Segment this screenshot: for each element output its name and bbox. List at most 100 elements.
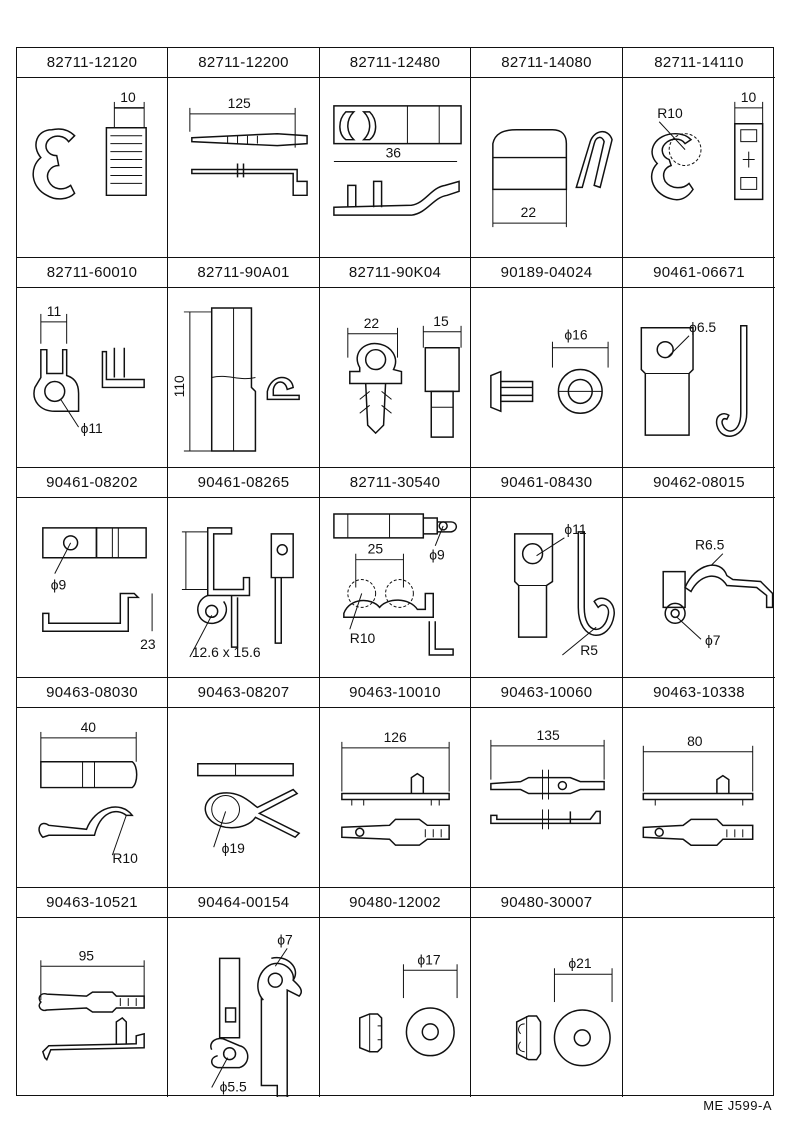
dim-label: 12.6 x 15.6 [192,644,261,660]
part-illustration: ϕ7 ϕ5.5 [168,918,319,1097]
part-number: 82711-12480 [320,48,470,78]
part-number: 82711-60010 [17,258,167,288]
part-cell: 82711-12200 125 [168,48,320,258]
part-cell: 90464-00154 ϕ7 ϕ5.5 [168,888,320,1097]
part-illustration: 10 [17,78,167,257]
dim-label: 10 [120,89,136,105]
part-cell: 82711-90A01 110 [168,258,320,468]
part-cell: 90463-10060 135 [471,678,623,888]
part-illustration: ϕ6.5 [623,288,775,467]
dim-label: 23 [140,636,156,652]
part-cell: 90461-06671 ϕ6.5 [623,258,775,468]
dim-label: ϕ11 [564,521,586,537]
dim-label: ϕ7 [705,632,721,648]
dim-label: R10 [350,630,376,646]
part-number: 90461-06671 [623,258,775,288]
part-illustration: 11 ϕ11 [17,288,167,467]
part-cell: 90189-04024 ϕ16 [471,258,623,468]
part-cell: 82711-60010 11 ϕ11 [17,258,168,468]
part-illustration: 40 R10 [17,708,167,887]
dim-label: ϕ7 [277,931,293,947]
dim-label: R10 [657,105,683,121]
part-cell: 90463-10010 126 [320,678,471,888]
part-number: 90463-10338 [623,678,775,708]
part-number: 90464-00154 [168,888,319,918]
dim-label: ϕ6.5 [689,319,716,335]
part-cell: 90463-10521 95 [17,888,168,1097]
dim-label: ϕ21 [568,955,592,971]
dim-label: 95 [79,947,95,963]
part-number: 90461-08202 [17,468,167,498]
part-illustration: ϕ11 R5 [471,498,622,677]
part-cell: 82711-14080 22 [471,48,623,258]
part-number: 82711-90K04 [320,258,470,288]
part-cell: 90463-08207 ϕ19 [168,678,320,888]
part-illustration: ϕ16 [471,288,622,467]
drawing-code: ME J599-A [703,1098,772,1113]
dim-label: ϕ9 [51,576,67,592]
part-number: 82711-90A01 [168,258,319,288]
part-number: 90463-10010 [320,678,470,708]
part-illustration: 110 [168,288,319,467]
part-number: 90463-08207 [168,678,319,708]
part-illustration: ϕ9 25 R10 [320,498,470,677]
part-illustration: 125 [168,78,319,257]
part-illustration: ϕ9 23 [17,498,167,677]
part-illustration: ϕ19 [168,708,319,887]
empty-cell [623,888,775,1097]
part-cell: 90463-08030 40 R10 [17,678,168,888]
part-illustration: ϕ17 [320,918,470,1097]
dim-label: R6.5 [695,537,725,553]
dim-label: 15 [433,313,449,329]
parts-grid: 82711-12120 10 82711-12200 125 [16,47,775,1097]
part-cell: 90461-08202 ϕ9 23 [17,468,168,678]
dim-label: 22 [521,204,537,220]
part-cell: 90463-10338 80 [623,678,775,888]
part-number: 90463-08030 [17,678,167,708]
part-number: 90462-08015 [623,468,775,498]
dim-label: 22 [364,315,380,331]
part-number: 82711-30540 [320,468,470,498]
part-illustration: R10 10 [623,78,775,257]
part-cell: 90480-12002 ϕ17 [320,888,471,1097]
dim-label: ϕ5.5 [220,1078,247,1094]
dim-label: 80 [687,733,703,749]
part-cell: 90462-08015 R6.5 ϕ7 [623,468,775,678]
part-cell: 90461-08265 12.6 x 15.6 [168,468,320,678]
part-illustration: 36 [320,78,470,257]
part-illustration: ϕ21 [471,918,622,1097]
dim-label: ϕ17 [417,951,441,967]
part-number: 90463-10521 [17,888,167,918]
part-illustration: 22 [471,78,622,257]
part-number [623,888,775,918]
part-illustration: 12.6 x 15.6 [168,498,319,677]
part-cell: 82711-14110 R10 10 [623,48,775,258]
dim-label: 126 [384,729,407,745]
part-cell: 90461-08430 ϕ11 R5 [471,468,623,678]
part-illustration: 22 15 [320,288,470,467]
part-number: 90480-30007 [471,888,622,918]
part-number: 90189-04024 [471,258,622,288]
part-number: 90480-12002 [320,888,470,918]
dim-label: 10 [741,89,757,105]
part-cell: 82711-30540 ϕ9 25 R10 [320,468,471,678]
part-number: 90461-08265 [168,468,319,498]
part-number: 90461-08430 [471,468,622,498]
part-illustration: 80 [623,708,775,887]
part-cell: 90480-30007 ϕ21 [471,888,623,1097]
part-illustration: R6.5 ϕ7 [623,498,775,677]
part-illustration: 95 [17,918,167,1097]
part-number: 82711-12200 [168,48,319,78]
dim-label: 40 [81,719,97,735]
part-cell: 82711-12120 10 [17,48,168,258]
dim-label: ϕ16 [564,327,588,343]
part-illustration: 126 [320,708,470,887]
part-number: 82711-12120 [17,48,167,78]
dim-label: 110 [171,375,187,397]
dim-label: ϕ11 [81,420,103,436]
part-cell: 82711-90K04 22 15 [320,258,471,468]
dim-label: 135 [537,727,560,743]
dim-label: R5 [580,642,598,658]
dim-label: R10 [112,850,138,866]
dim-label: 125 [228,95,251,111]
